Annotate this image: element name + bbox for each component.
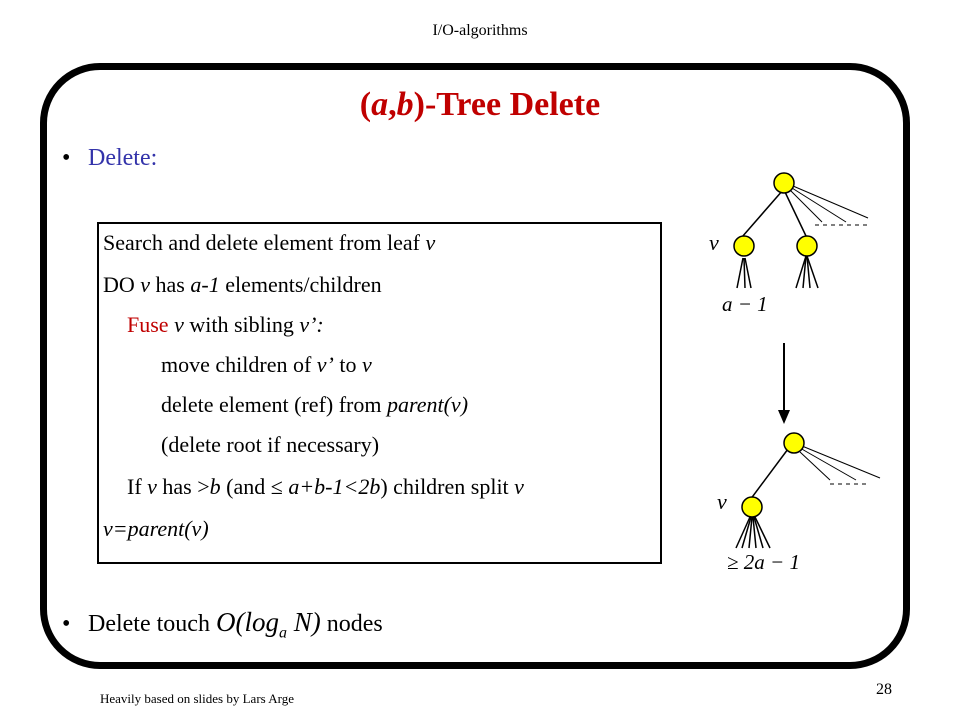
algo-line-6: (delete root if necessary) [161, 432, 380, 457]
label-v-top: v [709, 230, 719, 255]
complexity-formula: O(loga N) [215, 607, 321, 642]
sibling-node [796, 235, 818, 257]
slide-frame [40, 63, 910, 669]
slide-title: (a,b)-Tree Delete [359, 86, 601, 123]
algo-line-4: move children of v’ to v [161, 352, 372, 377]
root-node [783, 432, 805, 454]
bullet-touch-suffix: nodes [326, 611, 383, 637]
arrow-down-icon [778, 343, 790, 424]
bullet-touch-prefix: Delete touch [88, 611, 210, 637]
algo-line-1: Search and delete element from leaf v [103, 230, 436, 255]
root-node [773, 172, 795, 194]
footer-credit: Heavily based on slides by Lars Arge [100, 691, 294, 706]
algo-line-2: DO v has a-1 elements/children [103, 272, 382, 297]
algo-line-5: delete element (ref) from parent(v) [161, 392, 469, 417]
page-number: 28 [876, 681, 892, 698]
algo-line-7: If v has >b (and ≤ a+b-1<2b) children sp… [127, 474, 524, 499]
bullet-delete: •Delete: [62, 145, 158, 171]
node-v [741, 496, 763, 518]
algo-line-3: Fuse v with sibling v’: [127, 312, 324, 337]
algo-line-8: v=parent(v) [103, 516, 209, 541]
algorithm-box: Search and delete element from leaf v DO… [97, 222, 662, 564]
label-2a-minus-1: ≥ 2a − 1 [727, 550, 800, 574]
label-a-minus-1: a − 1 [722, 292, 768, 316]
tree-before [733, 172, 870, 289]
label-v-bottom: v [717, 489, 727, 514]
bullet-delete-touch: •Delete touch O(loga N) nodes [62, 607, 383, 642]
tree-after [735, 432, 881, 549]
bullet-delete-label: Delete: [88, 145, 158, 171]
course-header: I/O-algorithms [432, 22, 528, 39]
node-v [733, 235, 755, 257]
